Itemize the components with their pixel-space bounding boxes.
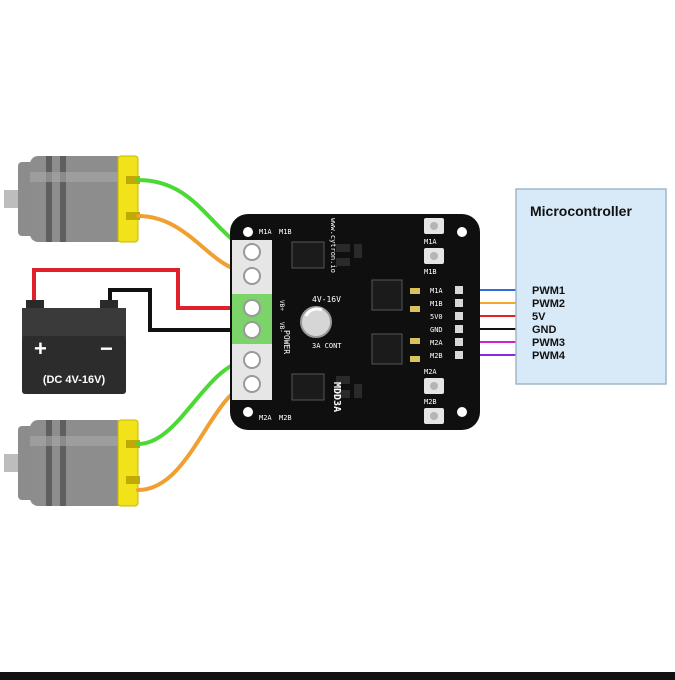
- board-current: 3A CONT: [312, 342, 342, 350]
- battery-plus: +: [34, 336, 47, 361]
- motor-highlight: [30, 172, 124, 182]
- smd-parts: [336, 244, 420, 398]
- board-vb-minus: VB-: [278, 322, 285, 333]
- board-vb-plus: VB+: [278, 300, 285, 311]
- motor-stripe: [46, 156, 52, 242]
- motor-tab: [126, 212, 140, 220]
- battery-terminal-negative: [100, 300, 118, 310]
- ic-chip: [291, 241, 325, 269]
- board-label-bottom-m2a: M2A: [259, 414, 272, 422]
- mcu-pin-pwm2: PWM2: [532, 298, 565, 310]
- motor-tab: [126, 440, 140, 448]
- board-brand: MDD3A: [331, 382, 342, 412]
- motor-body: [30, 420, 124, 506]
- header-pin-label: M1B: [430, 300, 443, 308]
- mount-hole: [243, 227, 253, 237]
- motor-driver-board: M1A M1B M2A M2B 4V-16V 3A CONT POWER VB+…: [230, 214, 480, 430]
- battery: + − (DC 4V-16V): [22, 300, 126, 394]
- board-label-top-m1b: M1B: [279, 228, 292, 236]
- header-pin[interactable]: [455, 351, 463, 359]
- motor-stripe: [46, 420, 52, 506]
- bottom-bar: [0, 672, 675, 680]
- battery-range: (DC 4V-16V): [43, 374, 106, 386]
- mcu-pin-pwm3: PWM3: [532, 337, 565, 349]
- motor-tab: [126, 476, 140, 484]
- button-label-m1a: M1A: [424, 238, 437, 246]
- motor-highlight: [30, 436, 124, 446]
- mcu-pin-gnd: GND: [532, 324, 557, 336]
- motor-terminal-cap: [117, 155, 139, 243]
- battery-top: [22, 308, 126, 338]
- mcu-pin-5v: 5V: [532, 311, 546, 323]
- ic-chip: [371, 333, 403, 365]
- mount-hole: [243, 407, 253, 417]
- header-pin-label: M1A: [430, 287, 443, 295]
- board-label-bottom-m2b: M2B: [279, 414, 292, 422]
- terminal-screw[interactable]: [243, 375, 261, 393]
- button-label-m2a: M2A: [424, 368, 437, 376]
- header-pin-label: M2A: [430, 339, 443, 347]
- motor-tab: [126, 176, 140, 184]
- motor-stripe: [60, 420, 66, 506]
- motor-body: [30, 156, 124, 242]
- capacitor: [300, 306, 332, 338]
- mount-hole: [457, 227, 467, 237]
- header-pin[interactable]: [455, 325, 463, 333]
- terminal-screw[interactable]: [243, 267, 261, 285]
- button-label-m2b: M2B: [424, 398, 437, 406]
- mcu-box: [515, 188, 667, 385]
- mcu-pin-pwm4: PWM4: [532, 350, 566, 362]
- battery-terminal-positive: [26, 300, 44, 310]
- header-pin[interactable]: [455, 338, 463, 346]
- terminal-screws: [243, 243, 261, 393]
- button-label-m1b: M1B: [424, 268, 437, 276]
- board-site: www.cytron.io: [329, 218, 337, 273]
- header-pin-label: 5V0: [430, 313, 443, 321]
- test-buttons: [424, 218, 444, 424]
- motor-stripe: [60, 156, 66, 242]
- header-pin[interactable]: [455, 299, 463, 307]
- header-pin-label: M2B: [430, 352, 443, 360]
- motor-bottom: [4, 419, 140, 507]
- header-pin[interactable]: [455, 286, 463, 294]
- motor-top: [4, 155, 140, 243]
- header-pin[interactable]: [455, 312, 463, 320]
- ic-chip: [371, 279, 403, 311]
- board-power-label: POWER: [282, 330, 291, 354]
- header-pin-label: GND: [430, 326, 443, 334]
- ic-chip: [291, 373, 325, 401]
- terminal-screw[interactable]: [243, 299, 261, 317]
- motor-terminal-cap: [117, 419, 139, 507]
- terminal-screw[interactable]: [243, 321, 261, 339]
- mcu-title: Microcontroller: [530, 203, 632, 219]
- battery-minus: −: [100, 336, 113, 361]
- board-label-top-m1a: M1A: [259, 228, 272, 236]
- terminal-screw[interactable]: [243, 243, 261, 261]
- battery-body: [22, 336, 126, 394]
- battery-wire-positive: [32, 268, 250, 310]
- battery-wire-negative: [108, 288, 250, 332]
- mount-hole: [457, 407, 467, 417]
- board-voltage: 4V-16V: [312, 295, 341, 304]
- chips: [291, 241, 403, 401]
- mcu-pin-pwm1: PWM1: [532, 285, 565, 297]
- terminal-screw[interactable]: [243, 351, 261, 369]
